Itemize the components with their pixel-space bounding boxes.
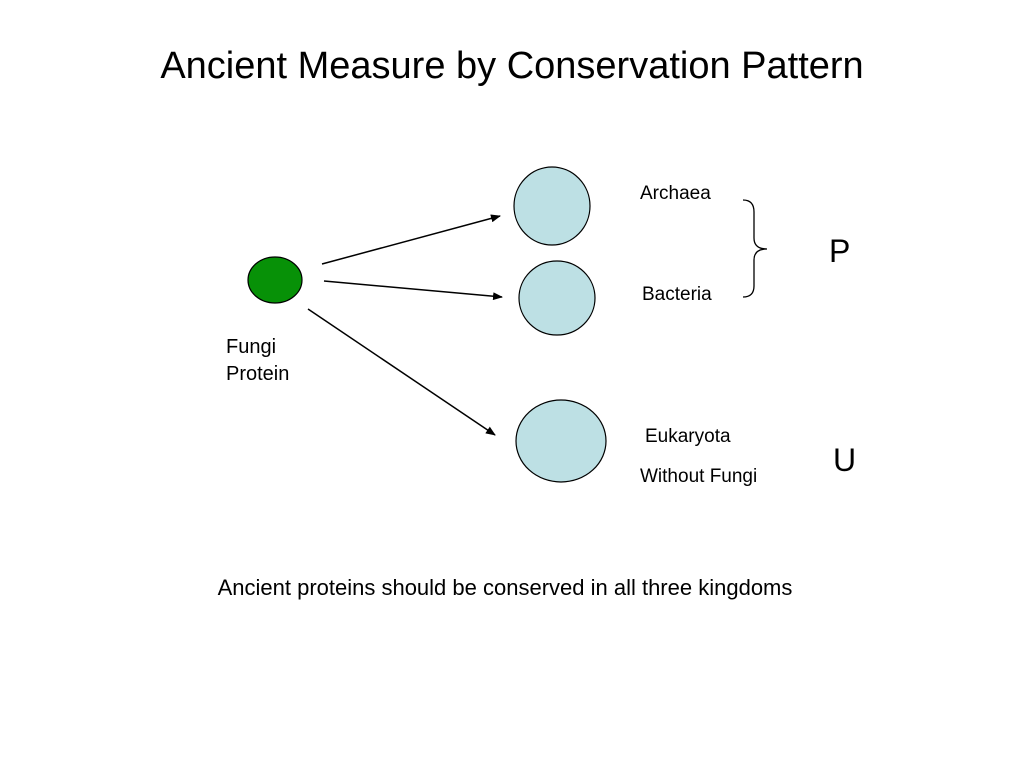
slide-title: Ancient Measure by Conservation Pattern xyxy=(160,45,864,87)
bacteria-node xyxy=(518,260,596,336)
bacteria-label: Bacteria xyxy=(642,284,712,305)
fungi-protein-label-line1: Fungi xyxy=(226,336,277,358)
group-letter-u: U xyxy=(833,442,857,478)
eukaryota-node xyxy=(515,399,607,483)
bottom-caption: Ancient proteins should be conserved in … xyxy=(217,575,793,600)
fungi-protein-node xyxy=(247,256,303,304)
right-curly-brace xyxy=(742,199,768,298)
fungi-protein-label-line2: Protein xyxy=(226,363,290,385)
group-letter-p: P xyxy=(829,233,851,269)
arrow-to-eukaryota xyxy=(307,308,496,436)
eukaryota-label: Eukaryota xyxy=(645,426,731,447)
archaea-label: Archaea xyxy=(640,183,711,204)
arrow-to-archaea xyxy=(321,214,501,265)
archaea-node xyxy=(513,166,591,246)
arrow-to-bacteria xyxy=(323,280,503,301)
without-fungi-label: Without Fungi xyxy=(640,466,758,487)
